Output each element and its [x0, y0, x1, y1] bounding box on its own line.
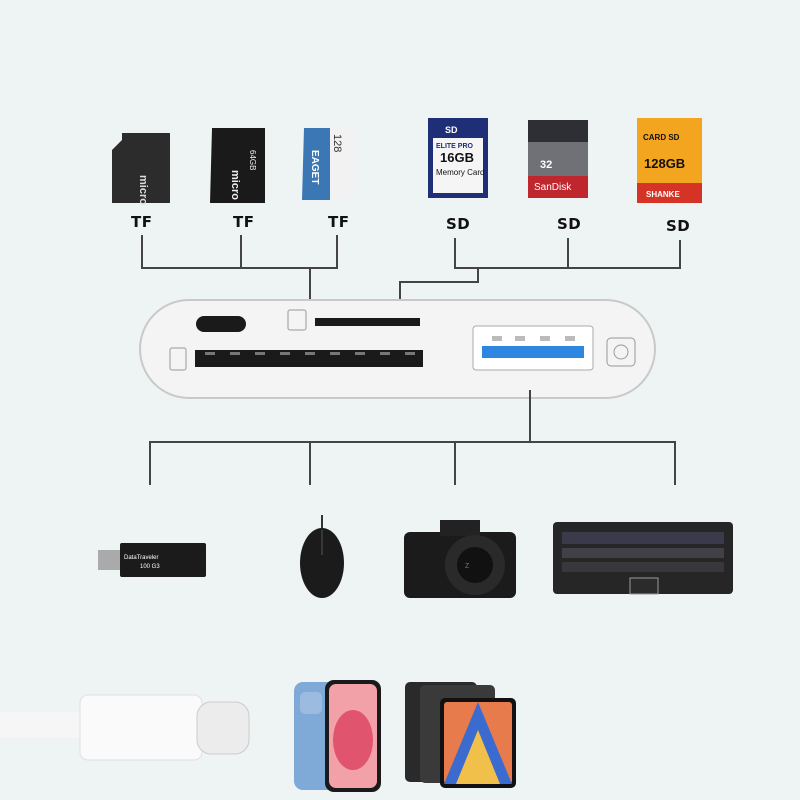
usb-c-port — [196, 316, 246, 332]
card-reader-hub — [139, 299, 656, 399]
camera-port-icon — [606, 337, 636, 367]
usb-flash-drive: DataTraveler 100 G3 — [98, 543, 206, 577]
ipad — [405, 682, 516, 788]
svg-text:100 G3: 100 G3 — [140, 564, 160, 570]
svg-text:DataTraveler: DataTraveler — [124, 555, 158, 561]
tf-card-3: EAGET 128 — [302, 128, 354, 200]
tf-label-3: TF — [328, 213, 350, 231]
svg-text:SHANKE: SHANKE — [646, 190, 680, 199]
tf-label-1: TF — [131, 213, 153, 231]
sd-card-2: 32 SanDisk — [528, 120, 588, 198]
svg-text:micro: micro — [137, 175, 149, 205]
svg-text:32: 32 — [540, 159, 552, 171]
tf-card-1: micro — [112, 133, 170, 205]
tf-label-2: TF — [233, 213, 255, 231]
camera: Z — [404, 520, 516, 598]
svg-text:64GB: 64GB — [248, 150, 257, 170]
svg-text:ELITE PRO: ELITE PRO — [436, 143, 474, 150]
svg-text:CARD SD: CARD SD — [643, 133, 680, 142]
keyboard — [553, 522, 733, 595]
svg-text:Memory Card: Memory Card — [436, 168, 484, 177]
sd-label-2: SD — [557, 215, 582, 233]
iphone — [294, 680, 381, 792]
svg-text:SD: SD — [445, 125, 458, 135]
tf-slot-icon — [287, 309, 307, 331]
sd-slot — [195, 350, 423, 367]
usb-c-connector — [0, 694, 250, 761]
sd-card-1: SD ELITE PRO 16GB Memory Card — [428, 118, 488, 198]
svg-text:16GB: 16GB — [440, 150, 474, 165]
svg-text:128GB: 128GB — [644, 156, 685, 171]
svg-text:micro: micro — [229, 170, 241, 200]
tf-card-2: micro 64GB — [210, 128, 265, 203]
usb-connector-lines — [149, 390, 676, 485]
svg-text:SanDisk: SanDisk — [534, 182, 572, 193]
sd-slot-icon — [169, 347, 187, 371]
sd-label-1: SD — [446, 215, 471, 233]
svg-text:Z: Z — [465, 563, 470, 570]
tf-slot — [315, 318, 420, 326]
svg-text:128: 128 — [331, 134, 343, 152]
mouse — [300, 515, 344, 598]
sd-card-3: CARD SD 128GB SHANKE — [637, 118, 702, 203]
tf-connector-lines — [141, 235, 338, 305]
sd-label-3: SD — [666, 217, 691, 235]
svg-text:EAGET: EAGET — [309, 150, 320, 184]
